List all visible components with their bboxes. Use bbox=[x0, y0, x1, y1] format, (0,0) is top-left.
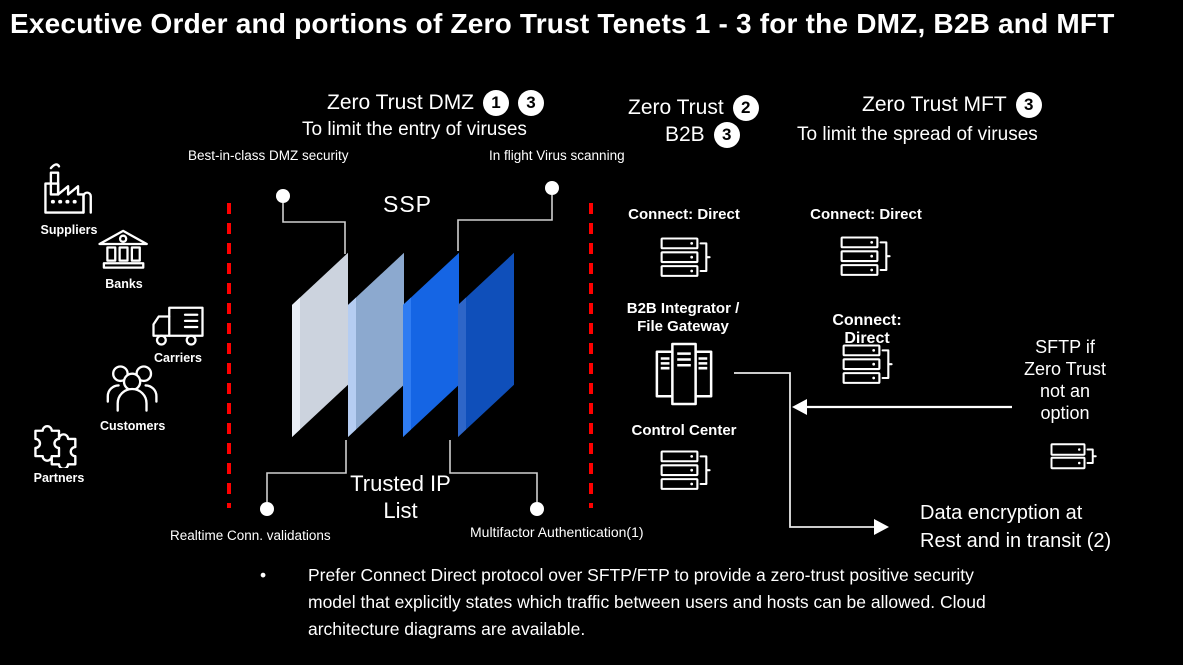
mft-header-title: Zero Trust MFT bbox=[862, 93, 1007, 116]
sftp-note-line2: Zero Trust bbox=[1023, 359, 1107, 379]
b2b-integrator-label: B2B Integrator / File Gateway bbox=[613, 300, 753, 336]
server-stack-icon bbox=[660, 237, 711, 277]
connector-dot bbox=[530, 502, 544, 516]
sftp-note: SFTP if Zero Trust not an option bbox=[1013, 336, 1117, 424]
sftp-note-line3: not an bbox=[1039, 381, 1091, 401]
slide-title: Executive Order and portions of Zero Tru… bbox=[10, 8, 1115, 39]
sftp-left-arrow bbox=[792, 399, 1012, 415]
entity-customers: Customers bbox=[100, 362, 165, 433]
entity-partners: Partners bbox=[30, 408, 88, 485]
ssp-panel-3 bbox=[403, 252, 459, 437]
callout-virus-scanning: In flight Virus scanning bbox=[489, 148, 625, 163]
entity-label: Partners bbox=[33, 471, 85, 485]
sftp-note-line4: option bbox=[1040, 403, 1090, 423]
tenet-badge-3b: 3 bbox=[713, 122, 740, 148]
entity-banks: Banks bbox=[96, 228, 152, 291]
dmz-header: Zero Trust DMZ 1 3 bbox=[327, 90, 545, 116]
mft-connect-direct-label-1: Connect: Direct bbox=[810, 206, 922, 223]
b2b-header-line2: B2B 3 bbox=[665, 122, 740, 148]
data-encryption-line2: Rest and in transit (2) bbox=[920, 530, 1112, 552]
entity-label: Customers bbox=[100, 419, 166, 433]
trusted-ip-list-label: Trusted IP List bbox=[328, 470, 473, 524]
connector-dot bbox=[545, 181, 559, 195]
ssp-panel-2 bbox=[348, 252, 404, 437]
data-encryption-line1: Data encryption at bbox=[920, 502, 1083, 524]
tower-server-icon bbox=[655, 342, 713, 406]
callout-realtime-validations: Realtime Conn. validations bbox=[170, 528, 331, 543]
entity-suppliers: Suppliers bbox=[40, 158, 98, 237]
b2b-header: Zero Trust 2 bbox=[628, 95, 759, 121]
footnote-text: Prefer Connect Direct protocol over SFTP… bbox=[308, 565, 986, 639]
dmz-header-title: Zero Trust DMZ bbox=[327, 91, 475, 114]
entity-label: Banks bbox=[105, 277, 143, 291]
ssp-panel-4 bbox=[458, 252, 514, 437]
control-center-label: Control Center bbox=[631, 422, 737, 439]
mft-header: Zero Trust MFT 3 bbox=[862, 92, 1042, 118]
data-encryption-arrow bbox=[734, 372, 889, 535]
mft-header-subtitle: To limit the spread of viruses bbox=[797, 124, 1038, 145]
tenet-badge-3c: 3 bbox=[1015, 92, 1042, 118]
data-encryption-label: Data encryption at Rest and in transit (… bbox=[920, 499, 1111, 555]
mft-connect-direct-label-2: Connect: Direct bbox=[832, 312, 902, 347]
people-icon bbox=[106, 365, 158, 412]
server-stack-icon bbox=[842, 344, 893, 384]
ssp-label: SSP bbox=[383, 191, 433, 217]
tenet-badge-2: 2 bbox=[732, 95, 759, 121]
entity-label: Suppliers bbox=[40, 223, 98, 237]
bank-icon bbox=[98, 229, 148, 269]
connector-dot bbox=[276, 189, 290, 203]
dmz-right-boundary-line bbox=[589, 203, 593, 508]
entity-label: Carriers bbox=[154, 351, 202, 365]
ssp-panel-1 bbox=[292, 252, 348, 437]
footnote-bullet: • bbox=[260, 565, 267, 585]
server-stack-icon bbox=[840, 236, 891, 276]
callout-best-in-class: Best-in-class DMZ security bbox=[188, 148, 349, 163]
factory-icon bbox=[43, 162, 93, 215]
b2b-header-title: Zero Trust bbox=[628, 96, 724, 119]
sftp-note-line1: SFTP if bbox=[1035, 337, 1095, 357]
puzzle-icon bbox=[34, 425, 77, 468]
tenet-badge-1: 1 bbox=[483, 90, 510, 116]
tenet-badge-3: 3 bbox=[518, 90, 545, 116]
trusted-ip-line2: List bbox=[383, 498, 418, 523]
b2b-header-label: B2B bbox=[665, 123, 705, 146]
b2b-integrator-line1: B2B Integrator / bbox=[626, 300, 740, 317]
connector-dot bbox=[260, 502, 274, 516]
b2b-connect-direct-label: Connect: Direct bbox=[628, 206, 740, 223]
server-stack-2-icon bbox=[1050, 443, 1097, 470]
server-stack-icon bbox=[660, 450, 711, 490]
dmz-header-subtitle: To limit the entry of viruses bbox=[302, 119, 527, 140]
entity-carriers: Carriers bbox=[150, 306, 206, 365]
dmz-left-boundary-line bbox=[227, 203, 231, 508]
truck-icon bbox=[152, 306, 204, 346]
trusted-ip-line1: Trusted IP bbox=[350, 471, 451, 496]
callout-multifactor-auth: Multifactor Authentication(1) bbox=[470, 524, 644, 540]
b2b-integrator-line2: File Gateway bbox=[637, 318, 729, 335]
